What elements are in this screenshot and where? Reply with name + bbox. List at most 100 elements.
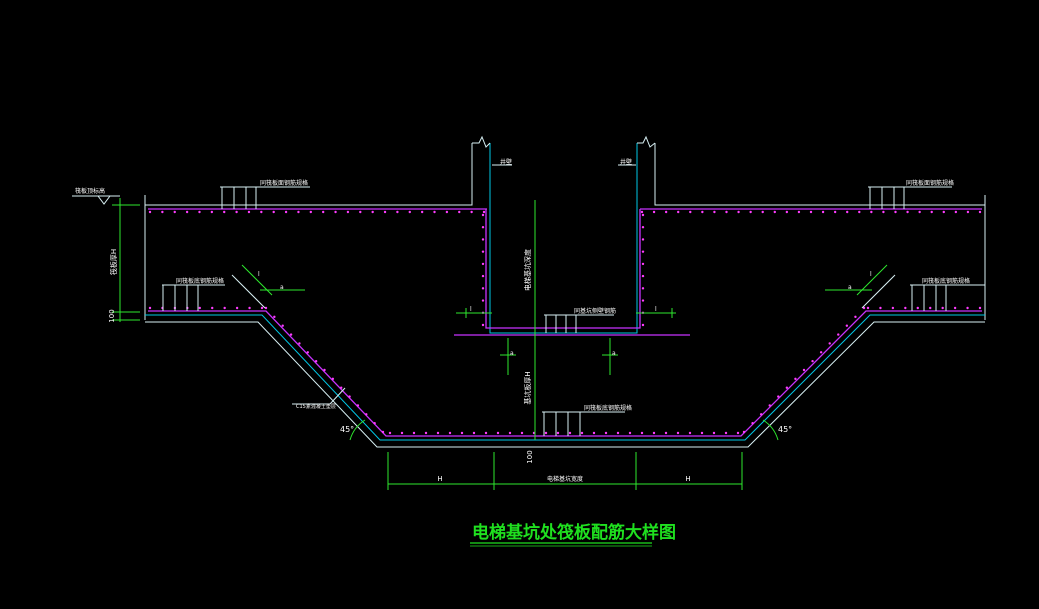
rebar-dot: [481, 213, 485, 217]
label-lap-left: l: [470, 306, 472, 313]
rebar-dot: [331, 377, 335, 381]
label-top-right-rebar: 同筏板面钢筋规格: [906, 179, 954, 187]
rebar-dot: [641, 238, 645, 241]
rebar-dot: [365, 413, 368, 416]
rebar-dot: [484, 431, 488, 435]
rebar-dot: [797, 210, 801, 214]
rebar-dot: [700, 431, 704, 435]
label-top-left-rebar: 同筏板面钢筋规格: [260, 179, 308, 187]
rebar-dot: [508, 431, 512, 435]
rebar-dot: [359, 210, 362, 214]
rebar-dot: [356, 404, 360, 407]
rebar-dot: [481, 323, 485, 327]
rebar-dot: [173, 210, 176, 214]
rebar-dot: [289, 333, 293, 336]
rebar-dot: [966, 306, 969, 310]
rebar-dot: [185, 210, 189, 214]
rebar-dot: [846, 210, 849, 214]
rebar-dot: [297, 210, 300, 214]
rebar-dot: [819, 351, 823, 354]
label-slab-thickness: 筏板厚H: [109, 249, 118, 275]
rebar-dot: [713, 210, 716, 214]
rebar-dot: [281, 324, 284, 327]
rebar-dot: [954, 210, 958, 214]
rebar-dot: [866, 306, 870, 310]
rebar-dots: [148, 210, 982, 435]
rebar-dot: [481, 274, 485, 278]
label-span-left-h: H: [437, 475, 442, 483]
rebar-dot: [641, 250, 645, 253]
rebar-dot: [821, 210, 825, 214]
rebar-dot: [148, 306, 152, 310]
label-span-right-h: H: [685, 475, 690, 483]
label-pit-width: 电梯基坑宽度: [547, 475, 583, 483]
rebar-dot: [941, 306, 944, 310]
rebar-dot: [942, 210, 945, 214]
rebar-dot: [737, 210, 740, 214]
rebar-dot: [481, 287, 485, 290]
rebar-dot: [408, 210, 411, 214]
rebar-dot: [284, 210, 288, 214]
rebar-dot: [371, 210, 374, 214]
rebar-dot: [664, 431, 668, 435]
label-pit-bottom-rebar: 同筏板底钢筋规格: [584, 404, 632, 412]
rebar-dot: [978, 306, 982, 310]
rebar-dot: [481, 226, 485, 229]
rebar-dot: [794, 377, 797, 381]
rebar-dot: [828, 342, 831, 345]
rebar-dot: [689, 210, 692, 214]
rebar-dot: [470, 210, 473, 214]
rebar-label-leaders: [162, 164, 985, 436]
rebar-dot: [761, 210, 764, 214]
rebar-dot: [701, 210, 704, 214]
rebar-dot: [433, 210, 436, 214]
rebar-dot: [918, 210, 921, 214]
rebar-dot: [904, 306, 907, 310]
rebar-dot: [260, 306, 264, 310]
dimension-lines: [72, 195, 896, 490]
rebar-dot: [773, 210, 776, 214]
rebar-dot: [568, 431, 572, 435]
label-pit-thickness: 基坑板厚H: [523, 371, 532, 404]
rebar-dot: [198, 306, 201, 310]
rebar-dot: [652, 210, 656, 214]
rebar-dot: [882, 210, 885, 214]
rebar-dot: [641, 274, 645, 278]
rebar-dot: [802, 368, 806, 372]
rebar-dot: [260, 210, 263, 214]
rebar-dot: [309, 210, 313, 214]
rebar-dot: [346, 210, 350, 214]
rebar-dot: [400, 431, 404, 435]
rebar-dot: [725, 210, 728, 214]
label-diag-left-a: a: [280, 284, 284, 291]
rebar-dot: [858, 210, 861, 214]
label-lap-a-left: a: [510, 350, 514, 357]
rebar-dot: [381, 430, 385, 434]
rebar-dot: [448, 431, 452, 435]
rebar-dot: [759, 413, 763, 416]
rebar-dot: [785, 386, 789, 389]
rebar-dot: [652, 431, 656, 435]
concrete-outline: [144, 135, 986, 448]
rebar-dot: [879, 306, 882, 310]
rebar-dot: [481, 238, 485, 241]
label-left-bottom-rebar: 同筏板底钢筋规格: [176, 277, 224, 285]
rebar-dot: [641, 299, 645, 302]
label-left-100: 100: [108, 309, 116, 322]
label-diag-right-a: a: [848, 284, 852, 291]
rebar-dot: [481, 299, 485, 302]
rebar-dot: [458, 210, 461, 214]
rebar-dot: [837, 333, 840, 336]
rebar-dot: [556, 431, 560, 435]
rebar-dot: [211, 306, 214, 310]
rebar-dot: [323, 368, 326, 372]
rebar-dot: [412, 431, 416, 435]
rebar-dot: [383, 210, 387, 214]
rebar-dot: [340, 386, 343, 389]
rebar-dot: [544, 431, 548, 435]
rebar-dot: [862, 306, 866, 310]
rebar-dot: [616, 431, 620, 435]
rebar-dot: [321, 210, 325, 214]
rebar-dot: [161, 210, 164, 214]
